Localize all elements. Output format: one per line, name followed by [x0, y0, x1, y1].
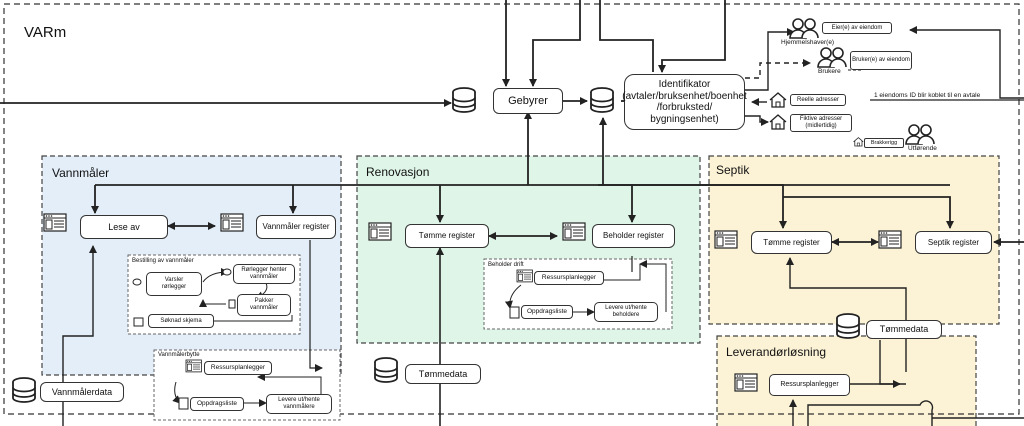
- drift-levere-box[interactable]: Levere ut/hente beholdere: [594, 302, 658, 322]
- bytte-ressurs-window-icon: [185, 359, 202, 373]
- fiktive-line-1: Fiktive adresser: [799, 116, 843, 123]
- bestilling-title: Bestilling av vannmåler: [132, 258, 194, 264]
- gebyrer-box[interactable]: Gebyrer: [493, 88, 563, 114]
- eier-people-icon: [789, 18, 819, 39]
- leverandor-title: Leverandørløsning: [726, 345, 827, 359]
- reelle-house-icon: [769, 92, 787, 108]
- varm-boundary: [3, 3, 1020, 415]
- leverandor-window-icon: [734, 373, 758, 392]
- septik-register-box[interactable]: Septik register: [915, 231, 992, 254]
- brakkerigg-house-icon: [853, 137, 864, 147]
- bruker-people-icon: [817, 47, 847, 68]
- bytte-oppdrag-doc-icon: [178, 397, 189, 410]
- identifikator-line-1: Identifikator: [658, 79, 711, 90]
- renovasjon-tommedata-box[interactable]: Tømmedata: [405, 364, 481, 384]
- fiktive-line-2: (midlertidig): [805, 123, 837, 129]
- soknad-form-icon: [133, 317, 144, 327]
- renovasjon-tomme-register-box[interactable]: Tømme register: [405, 224, 489, 248]
- renovasjon-tomme-window-icon: [368, 222, 392, 241]
- soknad-box[interactable]: Søknad skjema: [148, 314, 214, 328]
- lese-av-box[interactable]: Lese av: [80, 215, 168, 239]
- bytte-ressurs-box[interactable]: Ressursplanlegger: [204, 361, 272, 375]
- varsler-chat-icon: [132, 278, 142, 286]
- bytte-oppdrag-box[interactable]: Oppdragsliste: [190, 397, 244, 411]
- leverandor-ressurs-box[interactable]: Ressursplanlegger: [769, 374, 850, 396]
- varm-title: VARm: [24, 24, 67, 41]
- drift-levere-line-2: beholdere: [612, 312, 640, 318]
- septik-tomme-window-icon: [714, 230, 738, 249]
- identifikator-box[interactable]: Identifikator (avtaler/bruksenhet/boenhe…: [622, 74, 747, 130]
- pakker-doc-icon: [228, 299, 236, 309]
- eiendom-note: 1 eiendoms ID blir koblet til en avtale: [874, 92, 981, 99]
- beholder-register-box[interactable]: Beholder register: [592, 224, 675, 248]
- rorlegger-line-1: Rørlegger henter: [241, 267, 287, 274]
- septik-title: Septik: [716, 163, 750, 177]
- fiktive-adresser-box[interactable]: Fiktive adresser (midlertidig): [790, 114, 852, 132]
- gebyr-database-icon: [452, 87, 476, 113]
- utforende-people-icon: [905, 124, 935, 145]
- vannmaler-title: Vannmåler: [52, 166, 110, 180]
- vannmalerdata-database-icon: [12, 377, 36, 403]
- vannmalerdata-box[interactable]: Vannmålerdata: [40, 382, 124, 402]
- reelle-adresser-box[interactable]: Reelle adresser: [790, 94, 846, 106]
- hjemmelshaver-label: Hjemmelshaver(e): [781, 39, 835, 46]
- drift-oppdrag-box[interactable]: Oppdragsliste: [521, 305, 573, 319]
- eier-box[interactable]: Eier(e) av eiendom: [822, 22, 892, 34]
- vannmalerbytte-title: Vannmålerbytte: [158, 352, 200, 358]
- identifikator-line-2: (avtaler/bruksenhet/boenhet: [622, 90, 747, 102]
- bytte-levere-line-1: Levere ut/hente: [278, 397, 320, 404]
- septik-tommedata-box[interactable]: Tømmedata: [866, 320, 942, 339]
- bytte-levere-line-2: vannmålere: [283, 404, 315, 410]
- pakker-box[interactable]: Pakker vannmåler: [237, 294, 291, 316]
- septik-register-window-icon: [878, 230, 902, 249]
- bruker-box[interactable]: Bruker(e) av eiendom: [850, 51, 912, 70]
- varsler-line-2: rørlegger: [161, 284, 187, 290]
- lese-av-window-icon: [43, 213, 67, 232]
- bytte-levere-box[interactable]: Levere ut/hente vannmålere: [266, 394, 332, 414]
- renovasjon-title: Renovasjon: [366, 165, 430, 179]
- fiktive-house-icon: [769, 114, 787, 130]
- drift-ressurs-window-icon: [516, 269, 533, 283]
- beholder-register-window-icon: [562, 222, 586, 241]
- vannmaler-register-box[interactable]: Vannmåler register: [256, 215, 336, 239]
- vannmaler-register-window-icon: [220, 213, 244, 232]
- central-database-icon: [590, 87, 614, 113]
- utforende-label: Utførende: [908, 145, 937, 152]
- varsler-box[interactable]: Varsler rørlegger: [146, 272, 202, 296]
- rorlegger-line-2: vannmåler: [249, 274, 278, 280]
- rorlegger-chat-icon: [222, 268, 232, 276]
- renovasjon-tommedata-database-icon: [374, 357, 398, 383]
- pakker-line-1: Pakker: [254, 298, 274, 305]
- drift-ressurs-box[interactable]: Ressursplanlegger: [534, 271, 604, 285]
- beholder-drift-title: Beholder drift: [488, 262, 524, 268]
- drift-levere-line-1: Levere ut/hente: [605, 305, 647, 312]
- identifikator-line-3: /forbruksted/: [656, 102, 713, 113]
- septik-tommedata-database-icon: [836, 313, 860, 339]
- identifikator-line-4: bygningsenhet): [650, 113, 719, 125]
- septik-tomme-register-box[interactable]: Tømme register: [751, 231, 832, 254]
- rorlegger-box[interactable]: Rørlegger henter vannmåler: [233, 264, 295, 284]
- brakkerigg-box[interactable]: Brakkerigg: [864, 138, 904, 148]
- pakker-line-2: vannmåler: [249, 305, 278, 311]
- drift-oppdrag-doc-icon: [509, 306, 520, 319]
- varsler-line-1: Varsler: [164, 277, 184, 284]
- brukere-label: Brukere: [818, 68, 841, 75]
